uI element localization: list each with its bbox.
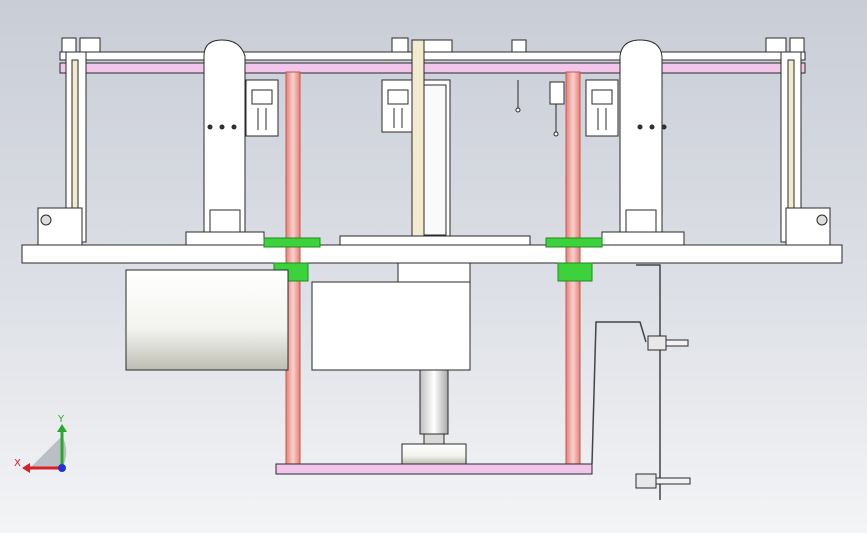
top-rail: [59, 51, 806, 74]
y-axis-label: Y: [57, 414, 65, 425]
x-axis-label: X: [14, 458, 21, 469]
lift-shaft: [401, 369, 467, 465]
base-plate: [21, 244, 843, 264]
sensor-arm: [511, 39, 565, 137]
switch-wire: [591, 264, 661, 500]
right-bracket: [585, 39, 685, 246]
collar-right-bottom: [557, 262, 593, 282]
collar-left-top: [263, 237, 321, 248]
bottom-plate: [275, 463, 593, 475]
right-end-post: [765, 37, 831, 247]
triad-plane-shading: [30, 436, 67, 468]
center-module: [339, 37, 531, 247]
left-bracket: [185, 39, 279, 246]
limit-switch-lower: [635, 473, 691, 489]
coordinate-triad: X Y: [14, 414, 67, 473]
left-end-post: [37, 37, 101, 247]
limit-switch-upper: [647, 335, 689, 351]
collar-right-top: [545, 237, 603, 248]
gearbox: [311, 262, 471, 371]
drive-cylinder: [125, 269, 289, 371]
z-axis-dot: [58, 464, 66, 472]
